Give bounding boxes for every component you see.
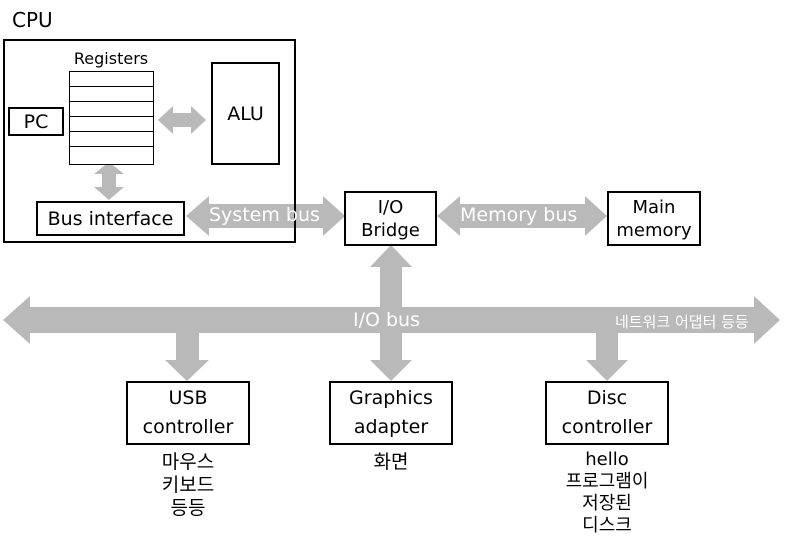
alu-box: ALU: [211, 62, 280, 165]
cpu-box: [3, 39, 296, 243]
io-bus-label: I/O bus: [353, 309, 421, 331]
registers-alu-arrow: [158, 106, 206, 134]
system-bus-label: System bus: [209, 204, 320, 226]
disc-controller-box: Disc controller: [545, 381, 669, 445]
disc-caption: hello 프로그램이 저장된 디스크: [565, 449, 649, 536]
iobus-disc-arrow: [586, 332, 628, 381]
bus-interface-label: Bus interface: [47, 207, 174, 230]
graphics-adapter-label: Graphics adapter: [349, 387, 433, 438]
main-memory-label: Main memory: [616, 196, 692, 241]
bus-interface-box: Bus interface: [36, 201, 185, 236]
usb-controller-label: USB controller: [142, 387, 234, 438]
cpu-title: CPU: [12, 8, 53, 32]
io-bridge-label: I/O Bridge: [361, 196, 420, 241]
pc-label: PC: [23, 110, 49, 133]
usb-controller-box: USB controller: [126, 381, 250, 445]
network-adapter-label: 네트워크 어댑터 등등: [615, 313, 749, 331]
bridge-iobus-arrow: [370, 245, 412, 308]
usb-caption: 마우스 키보드 등등: [161, 451, 215, 519]
pc-box: PC: [8, 107, 64, 136]
graphics-adapter-box: Graphics adapter: [329, 381, 453, 445]
iobus-usb-arrow: [165, 332, 209, 381]
main-memory-box: Main memory: [607, 191, 701, 246]
registers-label: Registers: [73, 49, 149, 68]
disc-controller-label: Disc controller: [561, 387, 653, 438]
memory-bus-label: Memory bus: [460, 204, 578, 226]
io-bridge-box: I/O Bridge: [344, 191, 437, 246]
iobus-graphics-arrow: [370, 332, 412, 381]
registers-businterface-arrow: [94, 162, 124, 200]
system-bus-arrow: [186, 196, 345, 236]
graphics-caption: 화면: [373, 451, 409, 473]
alu-label: ALU: [227, 102, 264, 125]
register-file: [69, 71, 154, 165]
memory-bus-arrow: [437, 196, 607, 236]
